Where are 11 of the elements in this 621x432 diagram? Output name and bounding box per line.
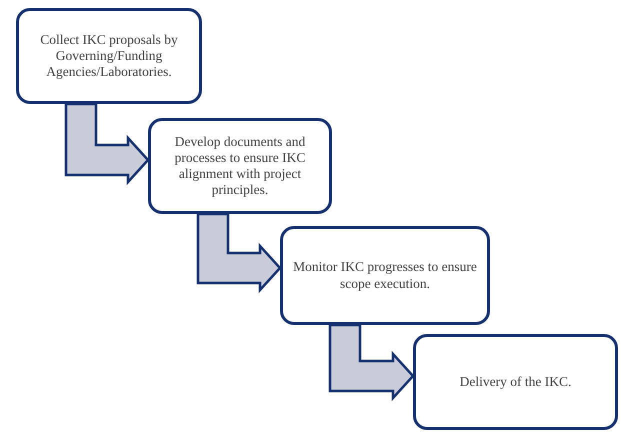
step-text: Monitor IKC progresses to ensure scope execution.	[293, 259, 477, 292]
process-box	[413, 334, 618, 430]
block-arrow	[64, 102, 150, 186]
step-text: Collect IKC proposals by Governing/Funding Agencies/Laboratories.	[39, 32, 179, 80]
process-box	[148, 118, 332, 214]
step-text: Develop documents and processes to ensure IKC alignment with project principles.	[174, 134, 306, 198]
step-text: Delivery of the IKC.	[460, 374, 572, 390]
process-box	[16, 8, 202, 104]
block-arrow	[196, 212, 282, 294]
process-box	[280, 226, 490, 325]
block-arrow	[328, 324, 415, 402]
